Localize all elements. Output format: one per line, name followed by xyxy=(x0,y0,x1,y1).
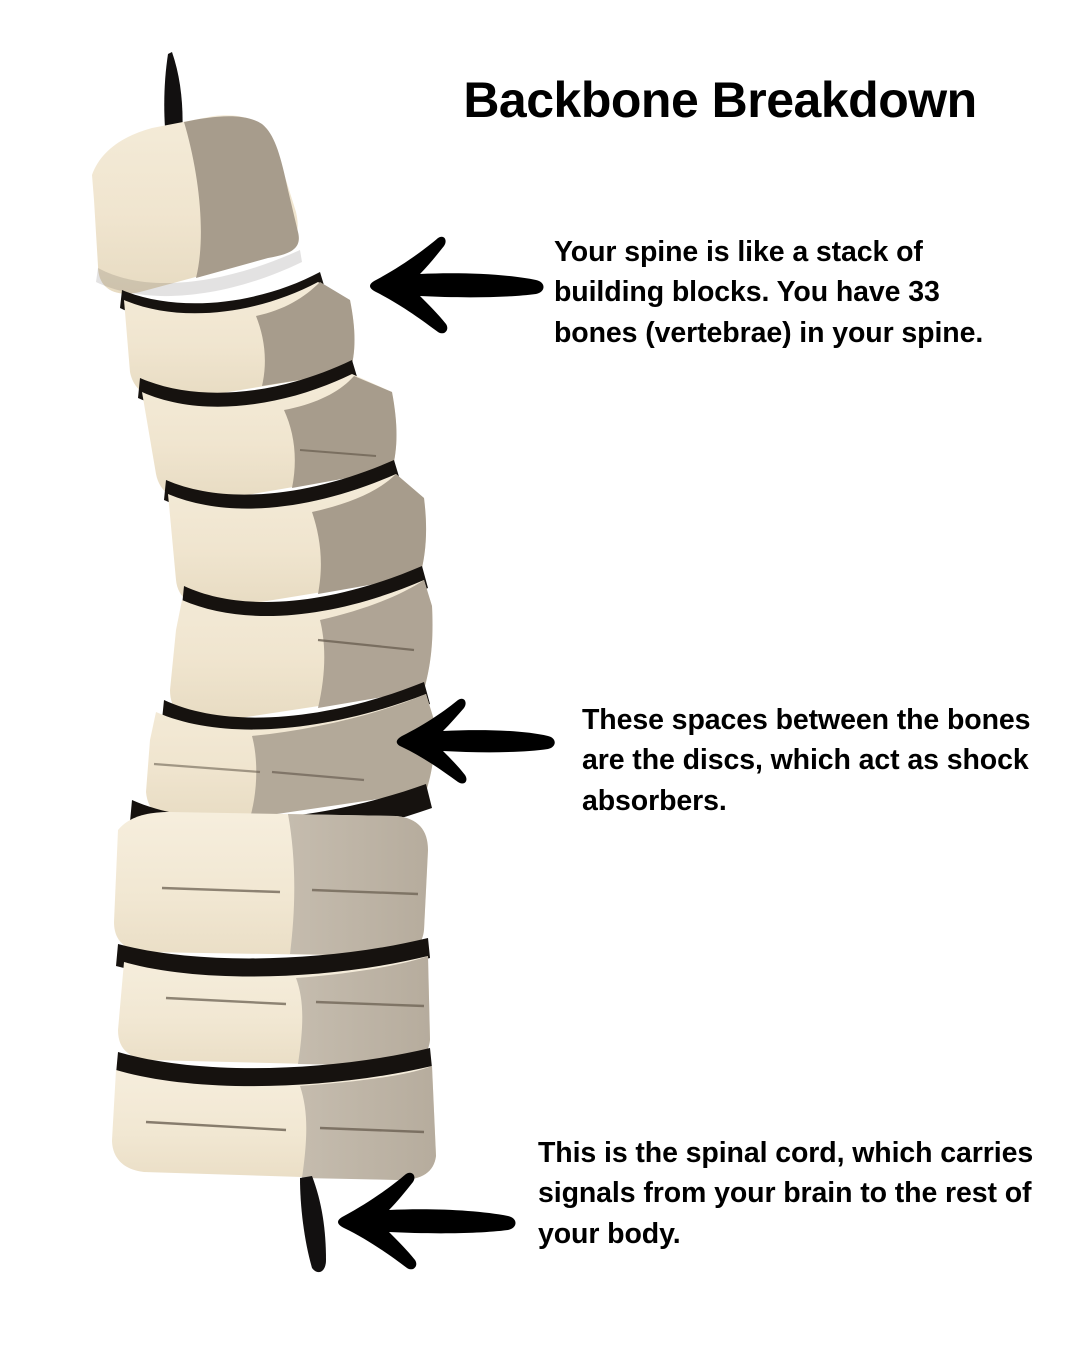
page-title: Backbone Breakdown xyxy=(463,72,977,128)
arrow-left-to-spinal-cord xyxy=(338,1172,516,1270)
vertebra-9 xyxy=(112,1066,436,1180)
disc-8 xyxy=(116,1048,432,1090)
vertebra-3 xyxy=(142,374,397,503)
annotation-text-spinal-cord: This is the spinal cord, which carries s… xyxy=(538,1137,1034,1250)
annotation-text-discs: These spaces between the bones are the d… xyxy=(582,704,1031,817)
vertebra-4 xyxy=(168,474,427,609)
vertebra-5 xyxy=(170,580,433,723)
vertebra-8 xyxy=(118,956,430,1066)
spinal-cord-bottom-stub xyxy=(300,1176,326,1273)
vertebra-2 xyxy=(124,282,355,401)
annotation-text-spine-stack: Your spine is like a stack of building b… xyxy=(554,236,984,349)
disc-7 xyxy=(116,938,430,981)
arrow-left-to-disc xyxy=(396,698,555,784)
spinal-cord-top-stub xyxy=(164,52,183,140)
arrow-left-to-vertebrae xyxy=(370,236,544,334)
vertebra-6 xyxy=(146,694,435,825)
vertebra-1 xyxy=(92,115,302,297)
vertebra-7 xyxy=(114,812,428,956)
